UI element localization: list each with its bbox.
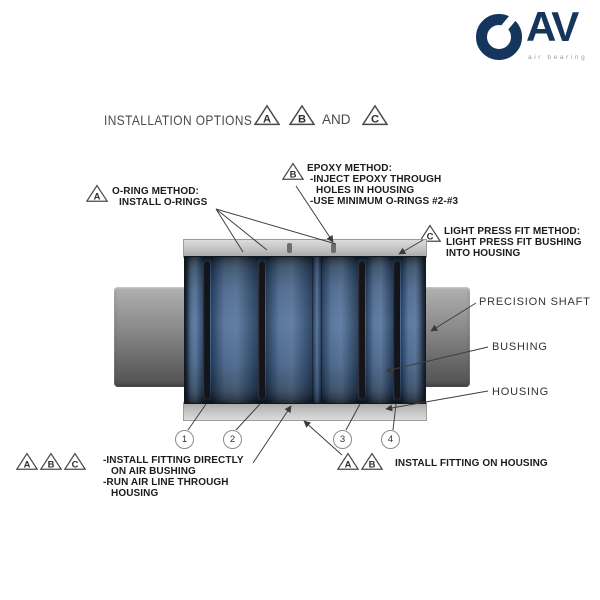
triangle-letter: B [298,114,306,126]
oav-logo: AV air bearing [476,3,596,70]
triangle-outline [86,184,108,202]
callout-c-line: LIGHT PRESS FIT BUSHING [446,237,582,248]
epoxy-hole [331,243,336,253]
triangle-outline [337,452,359,470]
bottom-left-callout-line: ON AIR BUSHING [111,466,196,477]
triangle-letter: A [24,459,31,470]
triangle-outline [40,452,62,470]
callout-a-triangle-icon: A [86,184,108,203]
triangle-outline [361,452,383,470]
title-option-b-triangle-icon: B [289,104,315,126]
callout-b-line: -USE MINIMUM O-RINGS #2-#3 [310,196,459,207]
bottom-left-callout-line: -RUN AIR LINE THROUGH [103,477,229,488]
triangle-outline [289,104,315,126]
o-ring-2 [258,261,265,399]
groove-number-label: 2 [229,434,236,445]
callout-a-line: INSTALL O-RINGS [119,197,208,208]
callout-b-line: -INJECT EPOXY THROUGH [310,174,442,185]
logo-tagline: air bearing [528,54,588,61]
triangle-outline [282,162,304,180]
callout-b-line: HOLES IN HOUSING [316,185,415,196]
bushing-segment [185,257,204,403]
triangle-letter: B [48,459,55,470]
bushing-segment [321,257,358,403]
triangle-letter: A [263,114,271,126]
o-ring-4 [393,261,400,399]
callout-b-line: EPOXY METHOD: [307,163,393,174]
o-ring-3 [358,261,365,399]
label-bushing: BUSHING [492,341,548,353]
title-conjunction: AND [322,112,351,127]
callout-c-line: LIGHT PRESS FIT METHOD: [444,226,581,237]
triangle-outline [419,224,441,242]
label-housing: HOUSING [492,386,549,398]
title-option-c-triangle-icon: C [362,104,388,126]
groove-number-label: 4 [387,434,394,445]
triangle-outline [64,452,86,470]
air-bushing [184,256,426,404]
bottom-right-callout-text: INSTALL FITTING ON HOUSING [395,458,548,469]
bushing-segment [266,257,313,403]
groove-number-1: 1 [175,430,194,449]
bottom-right-triangle-a-icon: A [337,452,359,471]
triangle-letter: C [371,114,379,126]
title-option-a-triangle-icon: A [254,104,280,126]
label-precision-shaft: PRECISION SHAFT [479,296,591,308]
bottom-left-callout-line: HOUSING [111,488,159,499]
epoxy-hole [287,243,292,253]
callout-b-triangle-icon: B [282,162,304,181]
housing-bottom [183,402,427,421]
groove-number-3: 3 [333,430,352,449]
groove-number-label: 1 [181,434,188,445]
groove-number-2: 2 [223,430,242,449]
triangle-letter: A [94,191,101,202]
bushing-segment [211,257,258,403]
triangle-outline [254,104,280,126]
bottom-left-callout-line: -INSTALL FITTING DIRECTLY [103,455,244,466]
callout-a-line: O-RING METHOD: [112,186,199,197]
bottom-right-triangle-b-icon: B [361,452,383,471]
triangle-outline [362,104,388,126]
callout-c-triangle-icon: C [419,224,441,243]
bottom-left-triangle-b-icon: B [40,452,62,471]
oav-ring-icon [476,14,522,60]
groove-number-4: 4 [381,430,400,449]
triangle-letter: C [427,231,434,242]
logo-brand-text: AV [526,3,579,50]
triangle-letter: C [72,459,79,470]
groove-number-label: 3 [339,434,346,445]
triangle-outline [16,452,38,470]
bushing-segment [366,257,393,403]
triangle-letter: B [369,459,376,470]
bushing-segment [401,257,425,403]
triangle-letter: B [290,169,297,180]
triangle-letter: A [345,459,352,470]
bottom-left-triangle-c-icon: C [64,452,86,471]
o-ring-1 [203,261,210,399]
page-title: INSTALLATION OPTIONS [104,112,253,128]
callout-c-line: INTO HOUSING [446,248,521,259]
bottom-left-triangle-a-icon: A [16,452,38,471]
bushing-center-groove [312,257,322,403]
